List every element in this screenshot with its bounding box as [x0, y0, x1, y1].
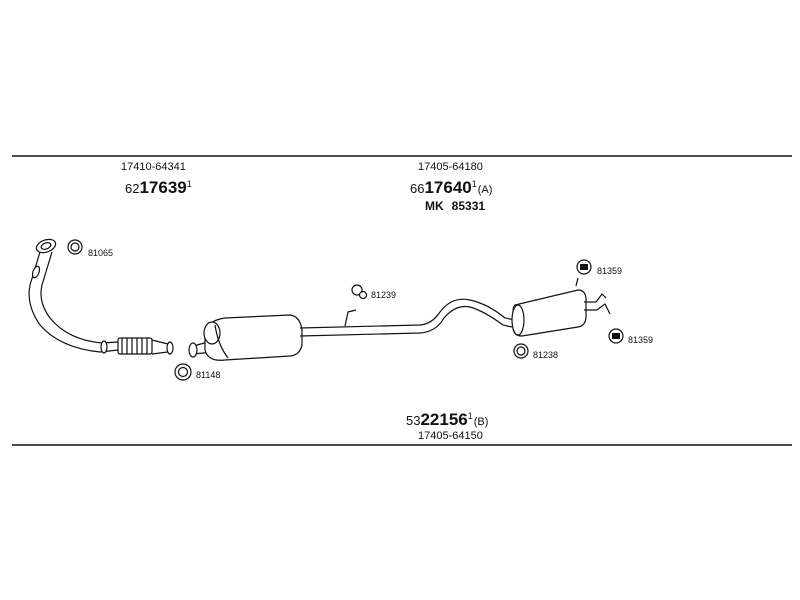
- ring-rear-part: [513, 343, 529, 359]
- bottom-center-variant: (B): [474, 416, 489, 428]
- top-center-reference: 66176401(A): [410, 178, 492, 197]
- callout-rubber-bottom: 81359: [628, 335, 653, 345]
- top-left-suffix: 1: [187, 179, 192, 189]
- callout-rubber-top: 81359: [597, 266, 622, 276]
- callout-ring-front: 81148: [196, 370, 220, 380]
- top-center-variant: (A): [478, 184, 493, 196]
- rubber-top-part: [576, 259, 592, 275]
- top-center-main-no: 17640: [424, 178, 471, 197]
- top-left-reference: 62176391: [125, 178, 192, 197]
- top-center-mk-no: 85331: [452, 199, 486, 213]
- top-center-mk: MK 85331: [425, 199, 485, 213]
- center-muffler-assembly: [188, 298, 516, 361]
- gasket-front-part: [67, 239, 83, 255]
- top-center-mk-label: MK: [425, 199, 444, 213]
- bottom-center-part-no: 17405-64150: [418, 430, 483, 442]
- rear-muffler-assembly: [511, 277, 611, 337]
- bottom-center-suffix: 1: [468, 411, 473, 421]
- bottom-center-prefix: 53: [406, 413, 420, 428]
- ring-front-part: [174, 363, 192, 381]
- top-left-main-no: 17639: [139, 178, 186, 197]
- top-center-part-no: 17405-64180: [418, 161, 483, 173]
- top-left-part-no: 17410-64341: [121, 161, 186, 173]
- top-center-prefix: 66: [410, 181, 424, 196]
- hanger-mid-part: [351, 284, 368, 300]
- bottom-center-main-no: 22156: [420, 410, 467, 429]
- callout-ring-rear: 81238: [533, 350, 558, 360]
- rubber-bottom-part: [608, 328, 624, 344]
- top-left-prefix: 62: [125, 181, 139, 196]
- bottom-center-reference: 53221561(B): [406, 410, 488, 429]
- callout-hanger-mid: 81239: [371, 290, 396, 300]
- top-center-suffix: 1: [472, 179, 477, 189]
- callout-gasket-front: 81065: [88, 248, 113, 258]
- front-pipe-assembly: [28, 238, 174, 355]
